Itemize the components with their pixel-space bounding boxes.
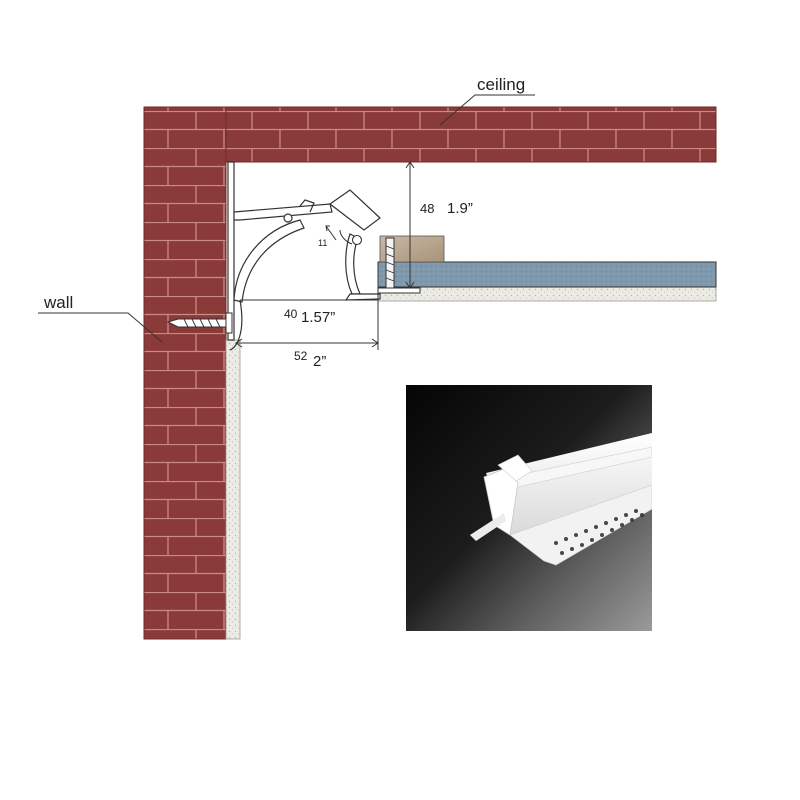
height-in-label: 1.9”	[447, 200, 473, 217]
wall-screw	[166, 312, 233, 334]
wall-label: wall	[43, 293, 73, 312]
wall-plaster-layer	[225, 339, 241, 640]
light-profile-cross-section	[227, 161, 381, 351]
total-in-label: 2”	[313, 353, 326, 370]
height-mm-label: 48	[420, 201, 434, 216]
ceiling-leader-line	[439, 94, 535, 126]
ceiling-brick-slab	[143, 106, 717, 163]
ceiling-label: ceiling	[477, 75, 525, 94]
total-mm-label: 52	[294, 349, 308, 363]
batten-screw	[377, 237, 421, 294]
depth-in-label: 1.57”	[301, 309, 335, 326]
wall-leader-line	[38, 312, 163, 343]
wall-brick-column	[143, 106, 227, 640]
white-plaster-profile-photo	[406, 385, 652, 631]
dimension-lines	[235, 161, 415, 350]
brick-structure	[143, 106, 717, 640]
ceiling-plaster-layer	[377, 286, 717, 302]
gypsum-board	[377, 261, 717, 288]
depth-mm-label: 40	[284, 307, 298, 321]
lip-mm-label: 11	[318, 238, 327, 248]
